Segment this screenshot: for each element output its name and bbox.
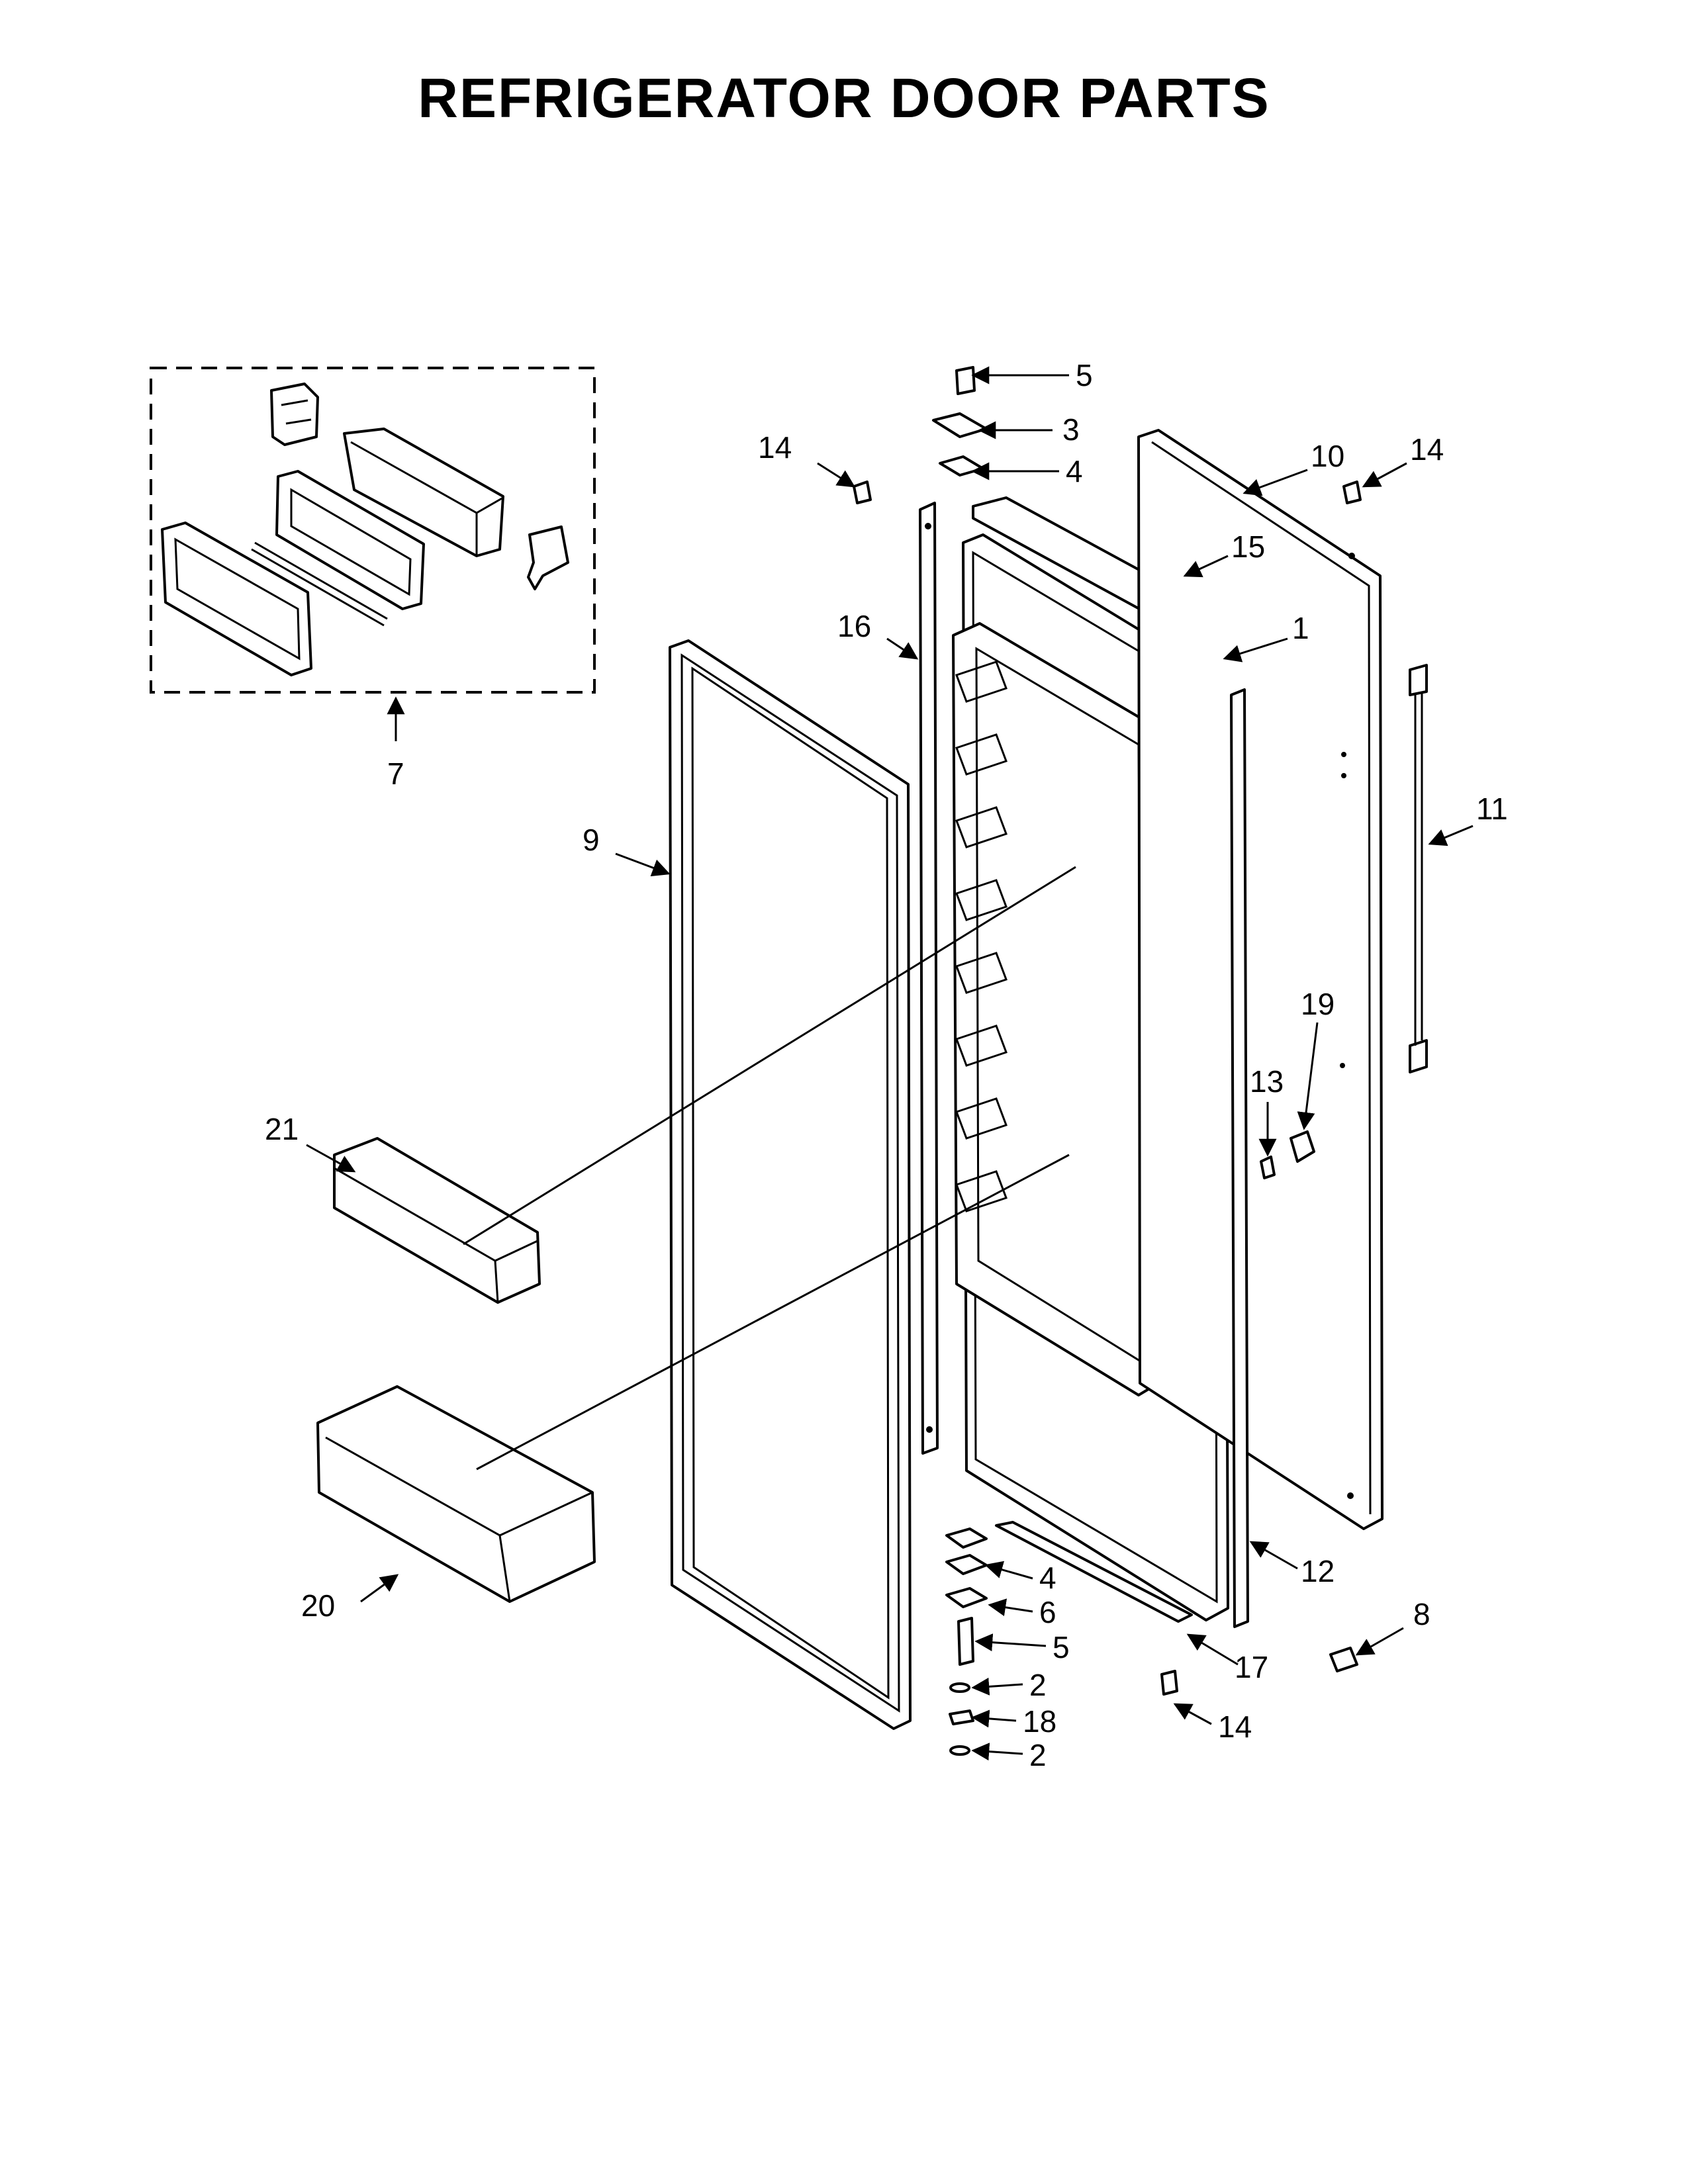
callout-14-right: 14 [1410, 432, 1444, 467]
door-shelf-ribs [955, 660, 1008, 1212]
callout-13: 13 [1250, 1064, 1284, 1099]
part-19-plug [1289, 1130, 1315, 1163]
part-16-strip [919, 502, 939, 1455]
callout-18: 18 [1023, 1704, 1056, 1739]
callout-12: 12 [1301, 1554, 1335, 1588]
part-9-door-gasket [669, 639, 912, 1730]
callout-4-bottom: 4 [1039, 1561, 1056, 1595]
callout-4-top: 4 [1066, 454, 1083, 488]
part-7-kit-group [150, 367, 596, 694]
part-8-screw [1329, 1647, 1358, 1672]
callout-5-bottom: 5 [1053, 1630, 1070, 1664]
part-14-screw-top-right [1342, 480, 1362, 504]
part-17-bottom-channel [995, 1521, 1193, 1623]
hinge-hardware-stack [945, 1527, 988, 1756]
callout-21: 21 [265, 1112, 299, 1146]
callout-11: 11 [1476, 792, 1508, 826]
callout-2-lower: 2 [1029, 1738, 1047, 1772]
callout-10: 10 [1311, 439, 1344, 473]
part-11-handle [1409, 664, 1428, 1073]
part-21-small-door-bin [333, 866, 1076, 1304]
part-4-shim-top [939, 455, 984, 477]
page-title: REFRIGERATOR DOOR PARTS [418, 67, 1270, 129]
callout-6: 6 [1039, 1595, 1056, 1629]
callout-7: 7 [387, 756, 404, 791]
callout-17: 17 [1235, 1650, 1268, 1684]
callout-5-top: 5 [1076, 358, 1093, 392]
part-10-outer-door [1137, 429, 1383, 1530]
part-14-screw-bottom [1160, 1670, 1178, 1696]
callout-14-left: 14 [758, 430, 792, 465]
callout-8: 8 [1413, 1597, 1430, 1631]
callout-20: 20 [301, 1588, 335, 1623]
part-20-large-door-bin [316, 1154, 1070, 1603]
part-5-screw-top [955, 366, 976, 395]
part-3-hinge-top [932, 412, 988, 438]
part-12-trim-strip [1230, 688, 1249, 1628]
callout-1: 1 [1292, 611, 1309, 645]
callout-9: 9 [583, 823, 600, 857]
callout-16: 16 [837, 609, 871, 643]
callout-2-upper: 2 [1029, 1668, 1047, 1702]
callout-14-bottom: 14 [1218, 1709, 1252, 1744]
callout-19: 19 [1301, 987, 1335, 1021]
part-14-screw-top-left [853, 480, 872, 504]
callout-labels: 5 3 4 14 10 14 15 1 16 7 11 9 13 19 21 2… [265, 358, 1508, 1772]
part-13-screw [1260, 1156, 1276, 1179]
callout-3: 3 [1062, 412, 1080, 447]
callout-leaders [306, 366, 1474, 1761]
callout-15: 15 [1231, 529, 1265, 564]
